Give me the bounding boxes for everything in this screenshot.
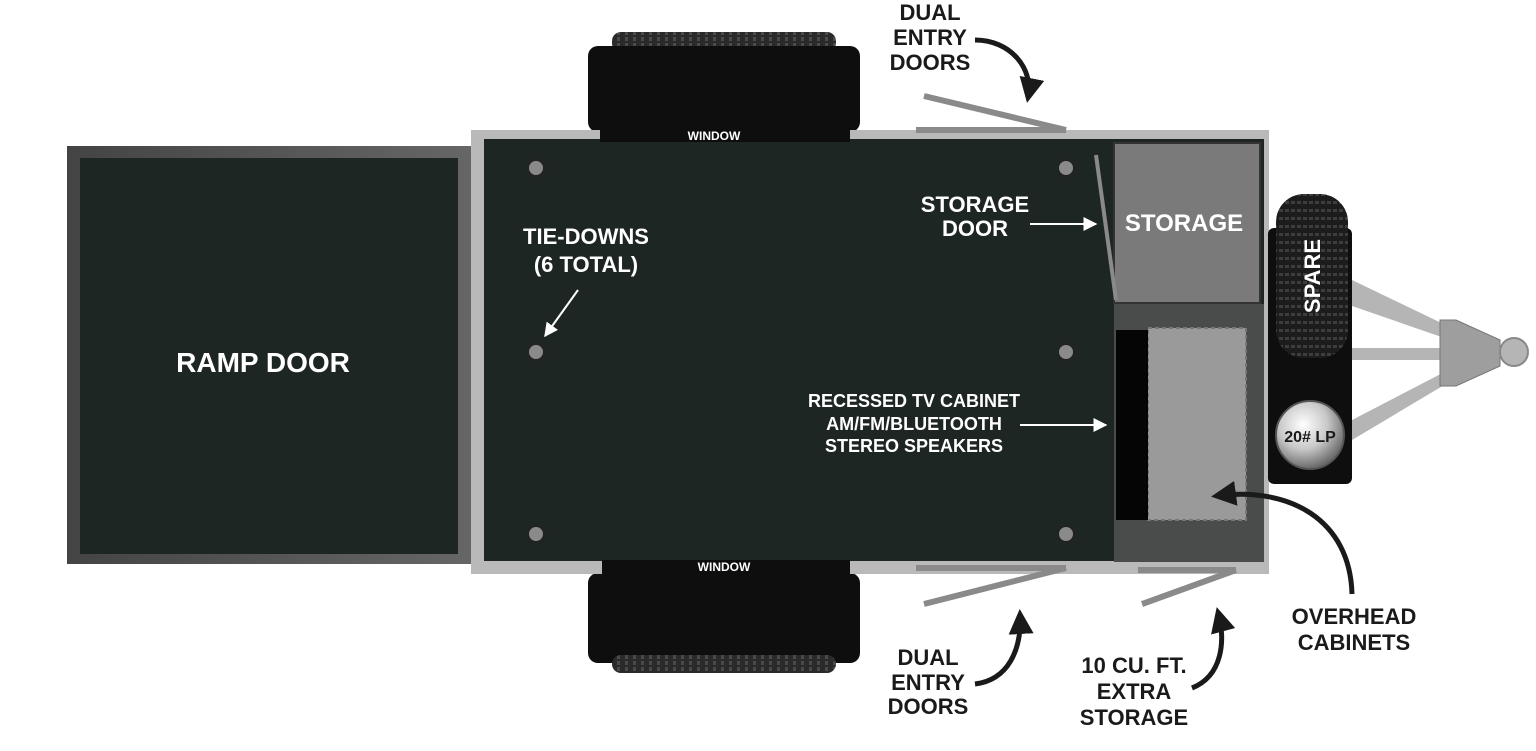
arrow-icon — [974, 609, 1034, 687]
arrow-icon — [974, 37, 1045, 103]
storage-door-label-1: STORAGE — [921, 192, 1029, 217]
dual-entry-bottom-label-2: ENTRY — [891, 670, 965, 695]
tie-down-icon — [527, 159, 545, 177]
dual-entry-bottom-label-1: DUAL — [897, 645, 958, 670]
tire-top — [588, 32, 860, 132]
tire-bottom — [588, 573, 860, 673]
tire-icon — [1276, 194, 1348, 358]
dual-entry-top-label-1: DUAL — [899, 0, 960, 25]
dual-entry-top-label-2: ENTRY — [893, 25, 967, 50]
window-top: WINDOW — [600, 128, 850, 143]
lp-tank-icon — [1275, 400, 1345, 470]
overhead-cabinets-label-2: CABINETS — [1298, 630, 1410, 655]
tie-down-icon — [1057, 525, 1075, 543]
tie-down-icon — [527, 343, 545, 361]
extra-storage-label-1: 10 CU. FT. — [1081, 653, 1186, 678]
window-top-label: WINDOW — [688, 129, 741, 143]
tv-cabinet-label-3: STEREO SPEAKERS — [825, 436, 1003, 456]
tie-down-icon — [527, 525, 545, 543]
spare-tire: SPARE — [1276, 194, 1348, 358]
extra-storage-door — [1138, 567, 1238, 607]
tie-downs-label-2: (6 TOTAL) — [534, 252, 638, 277]
extra-storage-label-3: STORAGE — [1080, 705, 1188, 730]
ramp-door: RAMP DOOR — [67, 146, 472, 564]
lp-tank-label: 20# LP — [1284, 429, 1336, 446]
lp-tank: 20# LP — [1275, 400, 1345, 470]
storage-door-label-2: DOOR — [942, 216, 1008, 241]
window-bottom-label: WINDOW — [698, 560, 751, 574]
storage-label: STORAGE — [1125, 210, 1243, 237]
overhead-cabinet-area — [1114, 304, 1264, 562]
tire-icon — [612, 655, 836, 673]
window-bottom: WINDOW — [602, 560, 850, 574]
ramp-door-label: RAMP DOOR — [176, 347, 350, 378]
overhead-cabinets-label-1: OVERHEAD — [1292, 604, 1417, 629]
entry-door-top — [916, 93, 1067, 133]
tie-downs — [527, 159, 1075, 543]
storage-box: STORAGE — [1113, 142, 1261, 304]
arrow-icon — [1211, 480, 1355, 595]
arrow-icon — [1190, 607, 1236, 691]
dual-entry-bottom-label-3: DOORS — [888, 694, 969, 719]
tie-downs-label-1: TIE-DOWNS — [523, 224, 649, 249]
extra-storage-label-2: EXTRA — [1097, 679, 1172, 704]
entry-door-bottom — [916, 565, 1067, 607]
dual-entry-top-label-3: DOORS — [890, 50, 971, 75]
tv-cabinet-label-2: AM/FM/BLUETOOTH — [826, 414, 1002, 434]
storage-door — [1094, 154, 1118, 301]
spare-label: SPARE — [1300, 239, 1325, 313]
tv-cabinet — [1116, 330, 1148, 520]
tie-down-icon — [1057, 343, 1075, 361]
arrow-icon — [544, 289, 579, 338]
tv-cabinet-label-1: RECESSED TV CABINET — [808, 391, 1020, 411]
tie-down-icon — [1057, 159, 1075, 177]
